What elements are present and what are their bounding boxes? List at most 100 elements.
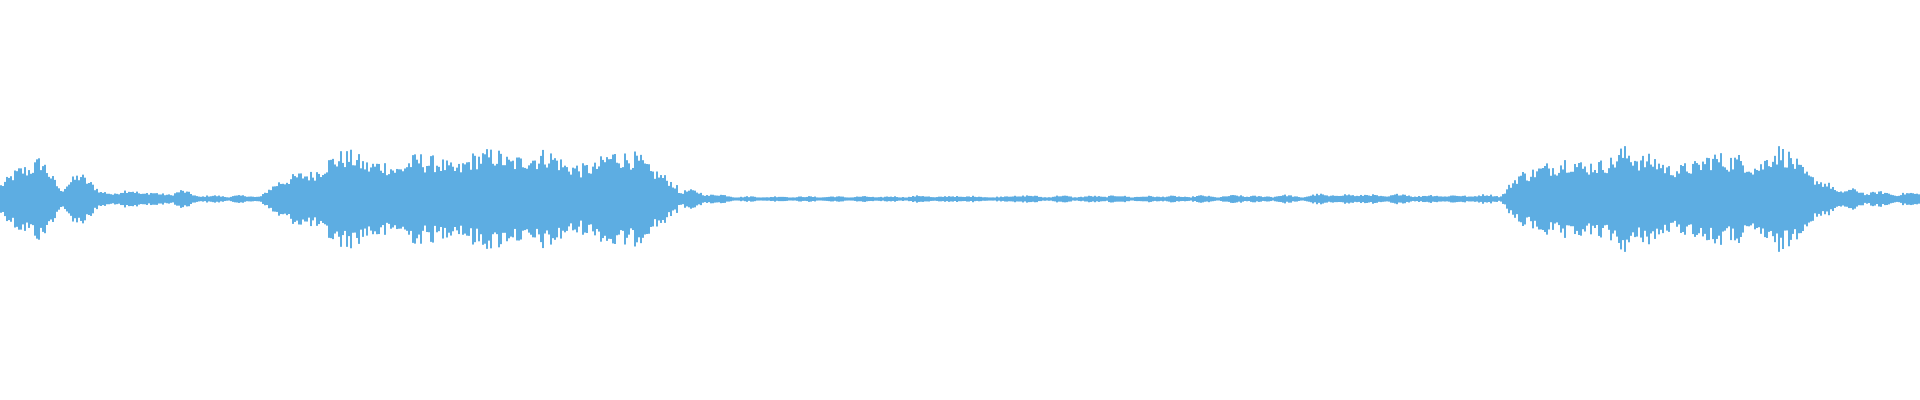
waveform-bar (1824, 183, 1826, 215)
waveform-bar (1172, 195, 1174, 203)
waveform-bar (1364, 194, 1366, 204)
waveform-bar (548, 163, 550, 235)
waveform-bar (664, 175, 666, 223)
waveform-bar (138, 193, 140, 205)
waveform-bar (1284, 194, 1286, 204)
waveform-bar (496, 163, 498, 235)
waveform-bar (636, 155, 638, 243)
waveform-bar (338, 161, 340, 237)
waveform-bar (1232, 195, 1234, 203)
waveform-bar (258, 196, 260, 202)
waveform-bar (1462, 195, 1464, 203)
waveform-bar (1536, 171, 1538, 227)
waveform-bar (1204, 196, 1206, 202)
waveform-bar (1614, 167, 1616, 231)
waveform-bar (1058, 196, 1060, 202)
waveform-bar (88, 183, 90, 215)
waveform-bar (444, 170, 446, 228)
waveform-bar (1560, 165, 1562, 233)
waveform-bar (74, 179, 76, 219)
waveform-bar (1482, 194, 1484, 204)
waveform-bar (812, 197, 814, 201)
waveform-bar (46, 173, 48, 225)
waveform-bar (1590, 163, 1592, 235)
waveform-bar (1516, 183, 1518, 215)
waveform-bar (1408, 195, 1410, 203)
waveform-bar (724, 195, 726, 203)
waveform-bar (1200, 195, 1202, 203)
waveform-bar (1586, 172, 1588, 226)
waveform-bar (1124, 195, 1126, 203)
waveform-bar (1778, 146, 1780, 252)
waveform-bar (326, 172, 328, 226)
waveform-bar (696, 192, 698, 206)
waveform-bar (1800, 164, 1802, 234)
waveform-bar (1336, 195, 1338, 203)
waveform-bar (238, 195, 240, 203)
waveform-bar (1696, 163, 1698, 235)
waveform-bar (1154, 197, 1156, 201)
waveform-bar (1780, 160, 1782, 238)
waveform-bar (1530, 176, 1532, 222)
waveform-bar (1192, 196, 1194, 202)
waveform-bar (1382, 196, 1384, 202)
waveform-bar (1706, 157, 1708, 241)
waveform-bar (1370, 195, 1372, 203)
waveform-bar (972, 195, 974, 203)
waveform-bar (1476, 196, 1478, 202)
waveform-bar (1738, 154, 1740, 244)
waveform-bar (1176, 196, 1178, 202)
waveform-bar (1150, 196, 1152, 202)
waveform-bar (612, 154, 614, 244)
waveform-bar (1900, 195, 1902, 203)
waveform-bar (1894, 195, 1896, 203)
waveform-bar (1268, 196, 1270, 202)
waveform-bar (1184, 196, 1186, 202)
waveform-bar (1654, 159, 1656, 239)
waveform-bar (296, 177, 298, 221)
waveform-bar (1510, 187, 1512, 211)
waveform-bar (534, 160, 536, 238)
waveform-bar (1136, 196, 1138, 202)
waveform-bar (782, 196, 784, 202)
waveform-bar (194, 195, 196, 203)
waveform-bar (982, 197, 984, 201)
waveform-bar (562, 167, 564, 231)
waveform-bar (1122, 196, 1124, 202)
waveform-bar (796, 197, 798, 201)
waveform-bar (1006, 196, 1008, 202)
waveform-bar (536, 169, 538, 229)
waveform-bar (1394, 194, 1396, 204)
waveform-bar (16, 171, 18, 227)
waveform-bar (1144, 196, 1146, 202)
waveform-bar (1524, 173, 1526, 225)
waveform-bar (614, 154, 616, 244)
waveform-bar (722, 195, 724, 203)
waveform-bar (1772, 161, 1774, 237)
waveform-bar (1820, 182, 1822, 216)
waveform-bar (634, 151, 636, 247)
waveform-bar (576, 165, 578, 233)
waveform-bar (286, 182, 288, 216)
waveform-bar (602, 159, 604, 239)
waveform-bar (1194, 196, 1196, 202)
waveform-bar (1414, 196, 1416, 202)
waveform-bar (110, 194, 112, 204)
waveform-bar (1120, 196, 1122, 202)
waveform-bar (1346, 195, 1348, 203)
waveform-bar (954, 197, 956, 201)
waveform-bar (676, 185, 678, 213)
waveform-bar (1388, 196, 1390, 202)
waveform-bar (1022, 195, 1024, 203)
waveform-bar (750, 196, 752, 202)
waveform-bar (976, 197, 978, 201)
waveform-bar (1692, 163, 1694, 235)
waveform-bar (652, 171, 654, 227)
waveform-bar (96, 188, 98, 210)
waveform-bar (772, 197, 774, 201)
waveform-bar (1320, 193, 1322, 205)
waveform-bar (1838, 192, 1840, 206)
waveform-bar (1324, 195, 1326, 203)
waveform-bar (1378, 196, 1380, 202)
waveform-bar (1722, 166, 1724, 232)
